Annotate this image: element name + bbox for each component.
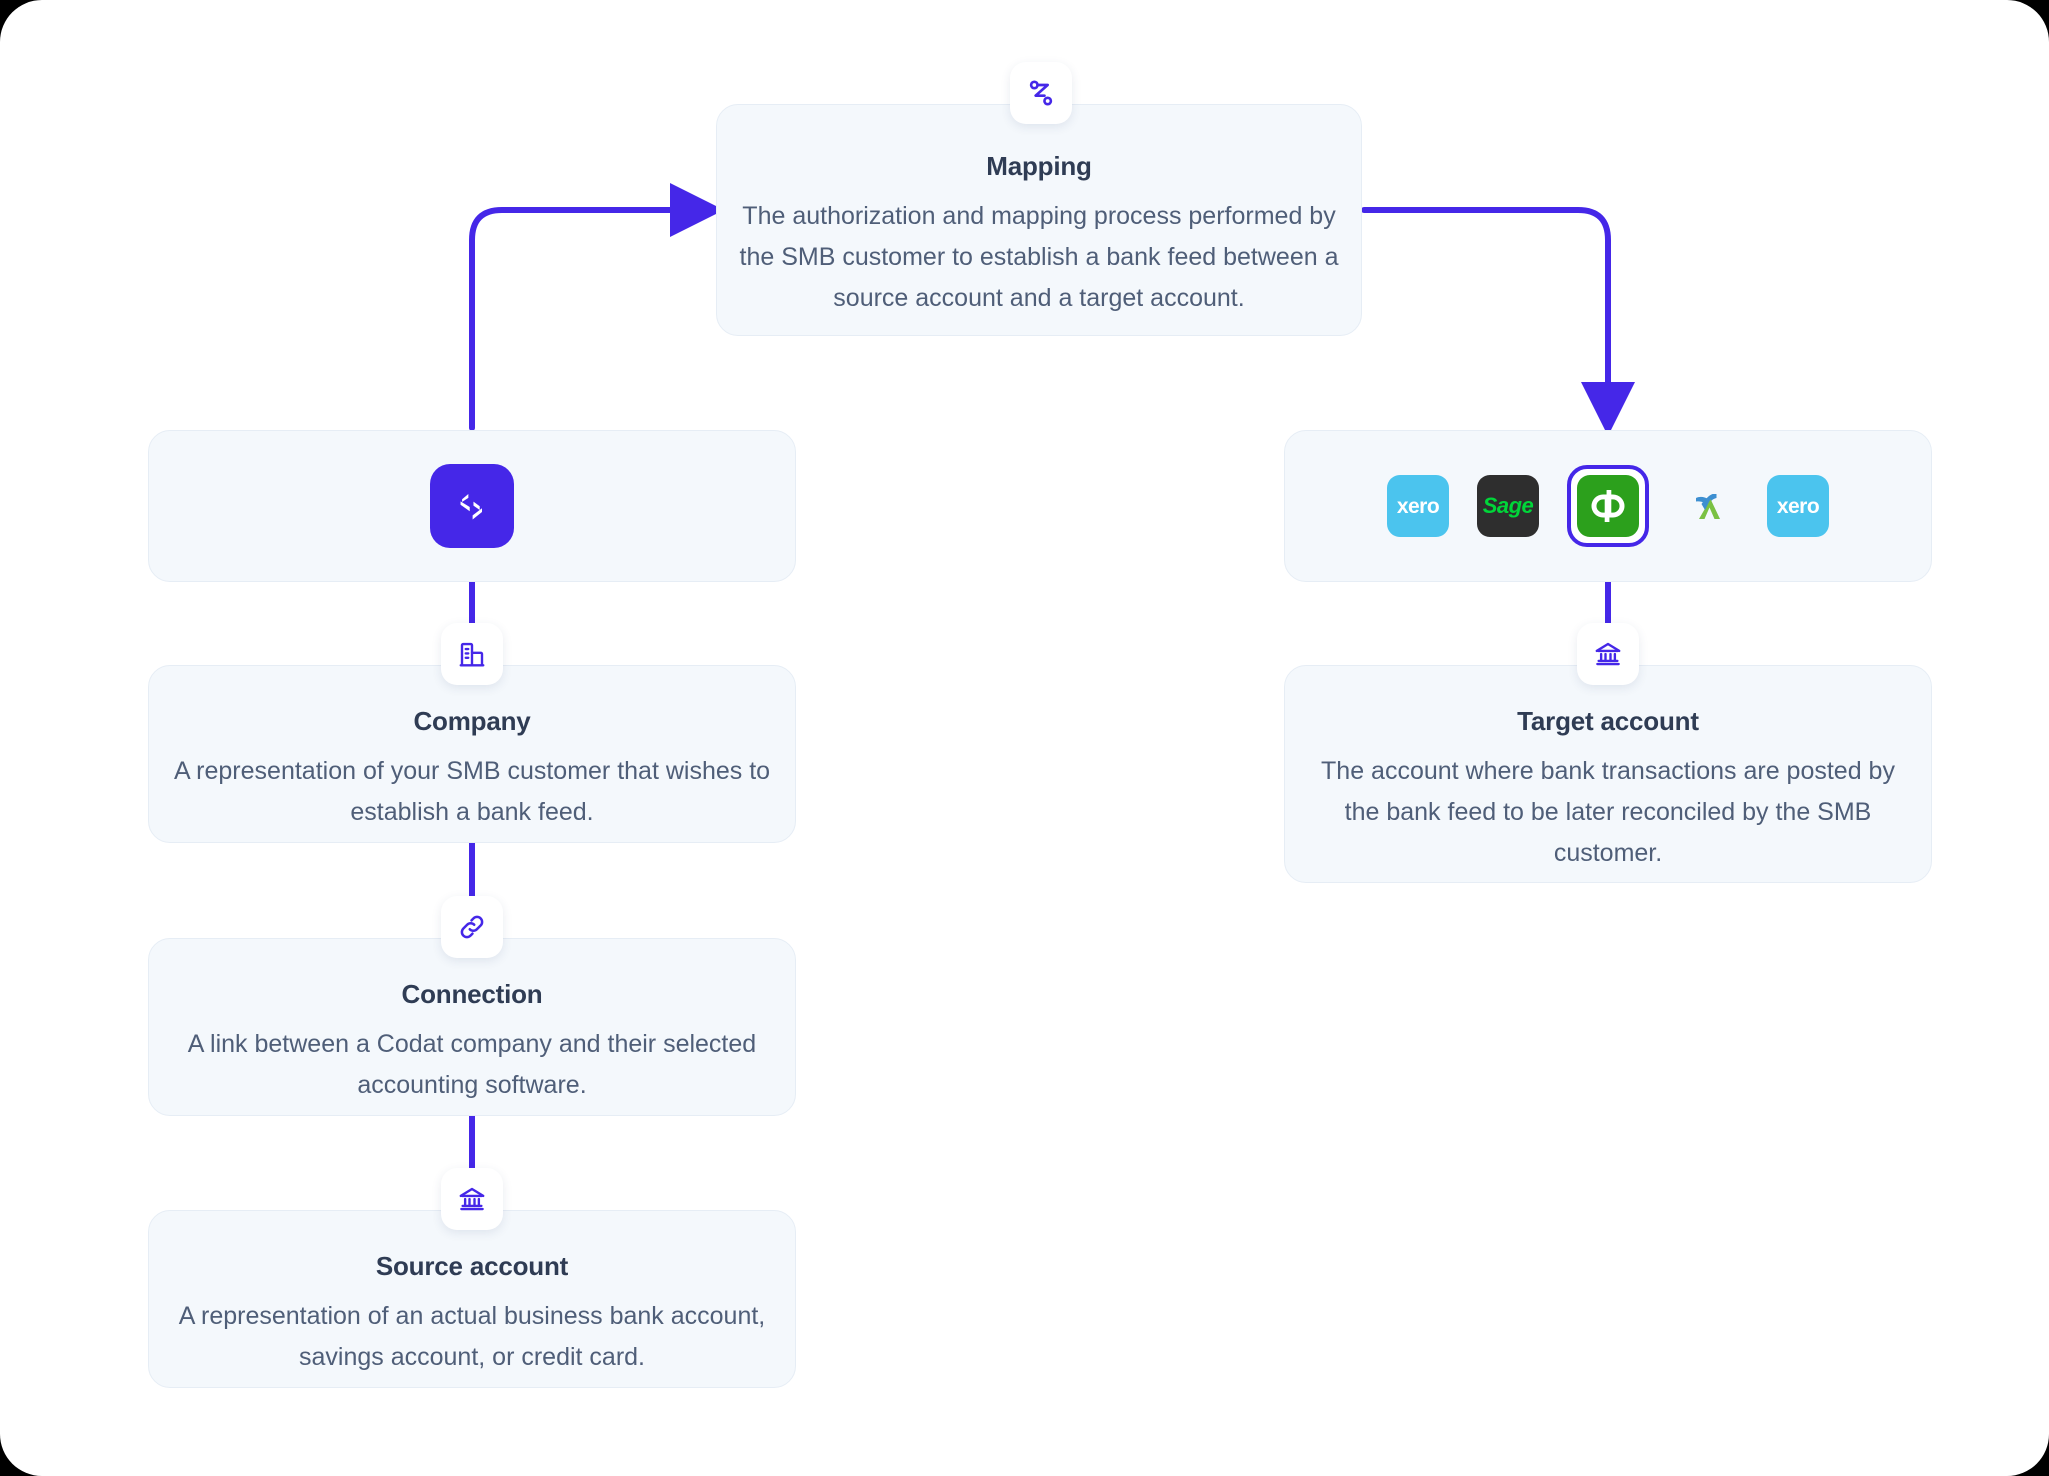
bank-icon-badge-target	[1577, 623, 1639, 685]
source-account-title: Source account	[375, 1251, 569, 1281]
card-target-account: Target account The account where bank tr…	[1284, 665, 1932, 883]
quickbooks-logo-selected-ring[interactable]	[1567, 465, 1649, 547]
company-description: A representation of your SMB customer th…	[173, 757, 771, 826]
building-icon	[457, 639, 487, 669]
xero-logo-icon[interactable]: xero	[1387, 475, 1449, 537]
connection-title: Connection	[401, 979, 543, 1009]
card-codat-platform	[148, 430, 796, 582]
quickbooks-logo-icon[interactable]	[1577, 475, 1639, 537]
target-account-title: Target account	[1517, 706, 1699, 736]
card-accounting-software: xero Sage xero	[1284, 430, 1932, 582]
bank-icon	[457, 1184, 487, 1214]
link-icon	[457, 912, 487, 942]
xero-logo-text: xero	[1396, 494, 1440, 518]
connector-codat-to-mapping	[469, 183, 724, 431]
xero-logo-icon-2[interactable]: xero	[1767, 475, 1829, 537]
mapping-title: Mapping	[986, 151, 1092, 181]
company-title: Company	[413, 706, 531, 736]
mapping-route-icon	[1025, 77, 1057, 109]
card-source-account: Source account A representation of an ac…	[148, 1210, 796, 1388]
bank-icon-target	[1593, 639, 1623, 669]
freeagent-logo-icon[interactable]	[1677, 475, 1739, 537]
sage-logo-text: Sage	[1482, 493, 1534, 518]
connection-description: A link between a Codat company and their…	[187, 1030, 757, 1099]
target-account-description: The account where bank transactions are …	[1321, 757, 1895, 867]
source-account-description: A representation of an actual business b…	[178, 1302, 766, 1371]
codat-logo-icon	[430, 464, 514, 548]
link-icon-badge	[441, 896, 503, 958]
mapping-description: The authorization and mapping process pe…	[739, 202, 1339, 312]
building-icon-badge	[441, 623, 503, 685]
card-mapping: Mapping The authorization and mapping pr…	[716, 104, 1362, 336]
xero-logo-text-2: xero	[1776, 494, 1820, 518]
card-connection: Connection A link between a Codat compan…	[148, 938, 796, 1116]
mapping-route-icon-badge	[1010, 62, 1072, 124]
sage-logo-icon[interactable]: Sage	[1477, 475, 1539, 537]
bank-icon-badge-source	[441, 1168, 503, 1230]
card-company: Company A representation of your SMB cus…	[148, 665, 796, 843]
connector-mapping-to-software	[1361, 207, 1635, 436]
